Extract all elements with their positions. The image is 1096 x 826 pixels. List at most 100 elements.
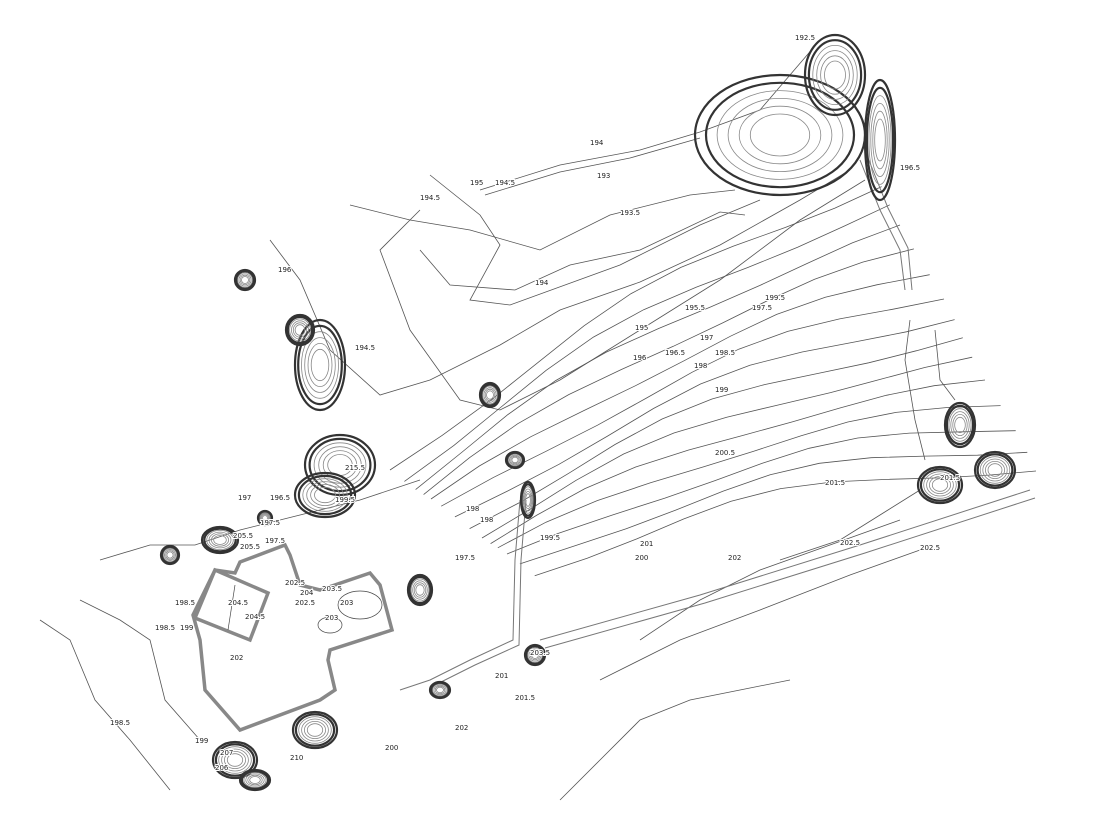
- contour-line: [99, 479, 421, 561]
- road-edge: [434, 499, 527, 686]
- contour-ring: [165, 550, 175, 560]
- contour-label: 198: [694, 362, 707, 370]
- contour-line: [904, 319, 926, 461]
- contour-ring: [524, 490, 532, 509]
- contour-label: 196.5: [270, 494, 290, 502]
- contour-label: 198.5: [175, 599, 195, 607]
- road-edge: [544, 497, 1036, 649]
- contour-line: [441, 298, 945, 507]
- tree-cluster: [211, 740, 259, 780]
- contour-ring: [262, 515, 268, 521]
- contour-ring: [210, 533, 229, 547]
- contour-ring: [509, 454, 521, 466]
- contour-label: 201.5: [515, 694, 535, 702]
- contour-label: 207: [220, 749, 233, 757]
- contour-label: 194: [535, 279, 549, 287]
- contour-ring: [738, 105, 822, 165]
- contour-ring: [478, 381, 502, 409]
- contour-label: 195: [470, 179, 483, 187]
- contour-line: [519, 451, 1028, 565]
- contour-ring: [259, 512, 271, 524]
- contour-line: [454, 319, 955, 518]
- tree-cluster: [238, 768, 272, 792]
- contour-ring: [870, 103, 890, 177]
- contour-ring: [308, 437, 372, 493]
- contour-ring: [162, 547, 178, 563]
- contour-ring: [301, 718, 329, 742]
- contour-ring: [415, 584, 425, 596]
- tree-cluster: [293, 318, 347, 412]
- contour-label: 200: [635, 554, 648, 562]
- tree-cluster: [293, 471, 357, 519]
- contour-ring: [303, 721, 326, 740]
- contour-label: 204.5: [245, 613, 265, 621]
- contour-ring: [406, 573, 434, 607]
- tree-cluster: [406, 573, 434, 607]
- contour-label: 197.5: [752, 304, 772, 312]
- contour-ring: [506, 451, 524, 469]
- contour-ring: [433, 684, 447, 696]
- contour-label: 197: [238, 494, 251, 502]
- contour-ring: [919, 468, 961, 502]
- road-edge: [859, 159, 906, 291]
- contour-line: [481, 356, 973, 539]
- contour-label: 201: [495, 672, 508, 680]
- contour-ring: [943, 401, 977, 449]
- contour-ring: [213, 535, 227, 545]
- contour-label: 199.5: [540, 534, 560, 542]
- contour-line: [349, 189, 736, 251]
- contour-ring: [226, 753, 244, 767]
- contour-ring: [304, 337, 336, 393]
- contour-line: [639, 519, 901, 641]
- contour-label: 195.5: [685, 304, 705, 312]
- contour-ring: [803, 33, 867, 117]
- contour-label: 196.5: [665, 349, 685, 357]
- contour-ring: [507, 453, 523, 467]
- contour-ring: [865, 86, 895, 194]
- contour-ring: [413, 582, 427, 598]
- contour-ring: [291, 710, 339, 750]
- building-outline: [191, 542, 395, 733]
- contour-label: 193.5: [620, 209, 640, 217]
- contour-ring: [257, 510, 273, 526]
- contour-line: [559, 679, 791, 801]
- contour-ring: [522, 486, 534, 514]
- contour-label: 197.5: [455, 554, 475, 562]
- contour-ring: [208, 531, 232, 549]
- contour-label: 202: [230, 654, 243, 662]
- contour-ring: [301, 331, 339, 399]
- contour-ring: [306, 723, 324, 737]
- road-edge: [867, 157, 913, 291]
- contour-ring: [306, 481, 344, 509]
- contour-label: 205.5: [233, 532, 253, 540]
- contour-label: 206: [215, 764, 229, 772]
- contour-ring: [520, 483, 536, 517]
- contour-ring: [954, 416, 966, 434]
- contour-line: [415, 224, 901, 490]
- contour-ring: [727, 98, 833, 172]
- tree-cluster: [284, 313, 316, 347]
- contour-ring: [164, 549, 176, 561]
- contour-ring: [260, 513, 270, 523]
- contour-line: [506, 430, 1016, 555]
- contour-ring: [159, 544, 181, 566]
- contour-ring: [218, 746, 252, 774]
- tree-cluster: [973, 450, 1017, 490]
- contour-ring: [523, 488, 533, 512]
- contour-ring: [926, 473, 954, 497]
- contour-label: 198: [480, 516, 493, 524]
- contour-ring: [952, 413, 968, 436]
- contour-labels: 192.5193193.5194194194.5194.5194.5195195…: [109, 33, 961, 773]
- contour-label: 196.5: [900, 164, 920, 172]
- contour-label: 193: [597, 172, 610, 180]
- contour-ring: [221, 748, 249, 772]
- contour-label: 198.5: [155, 624, 175, 632]
- tree-cluster: [478, 381, 502, 409]
- contour-ring: [240, 770, 270, 790]
- contour-label: 201.5: [825, 479, 845, 487]
- contour-label: 199: [195, 737, 208, 745]
- contour-ring: [294, 324, 306, 336]
- contour-ring: [523, 643, 547, 667]
- contour-ring: [945, 404, 975, 446]
